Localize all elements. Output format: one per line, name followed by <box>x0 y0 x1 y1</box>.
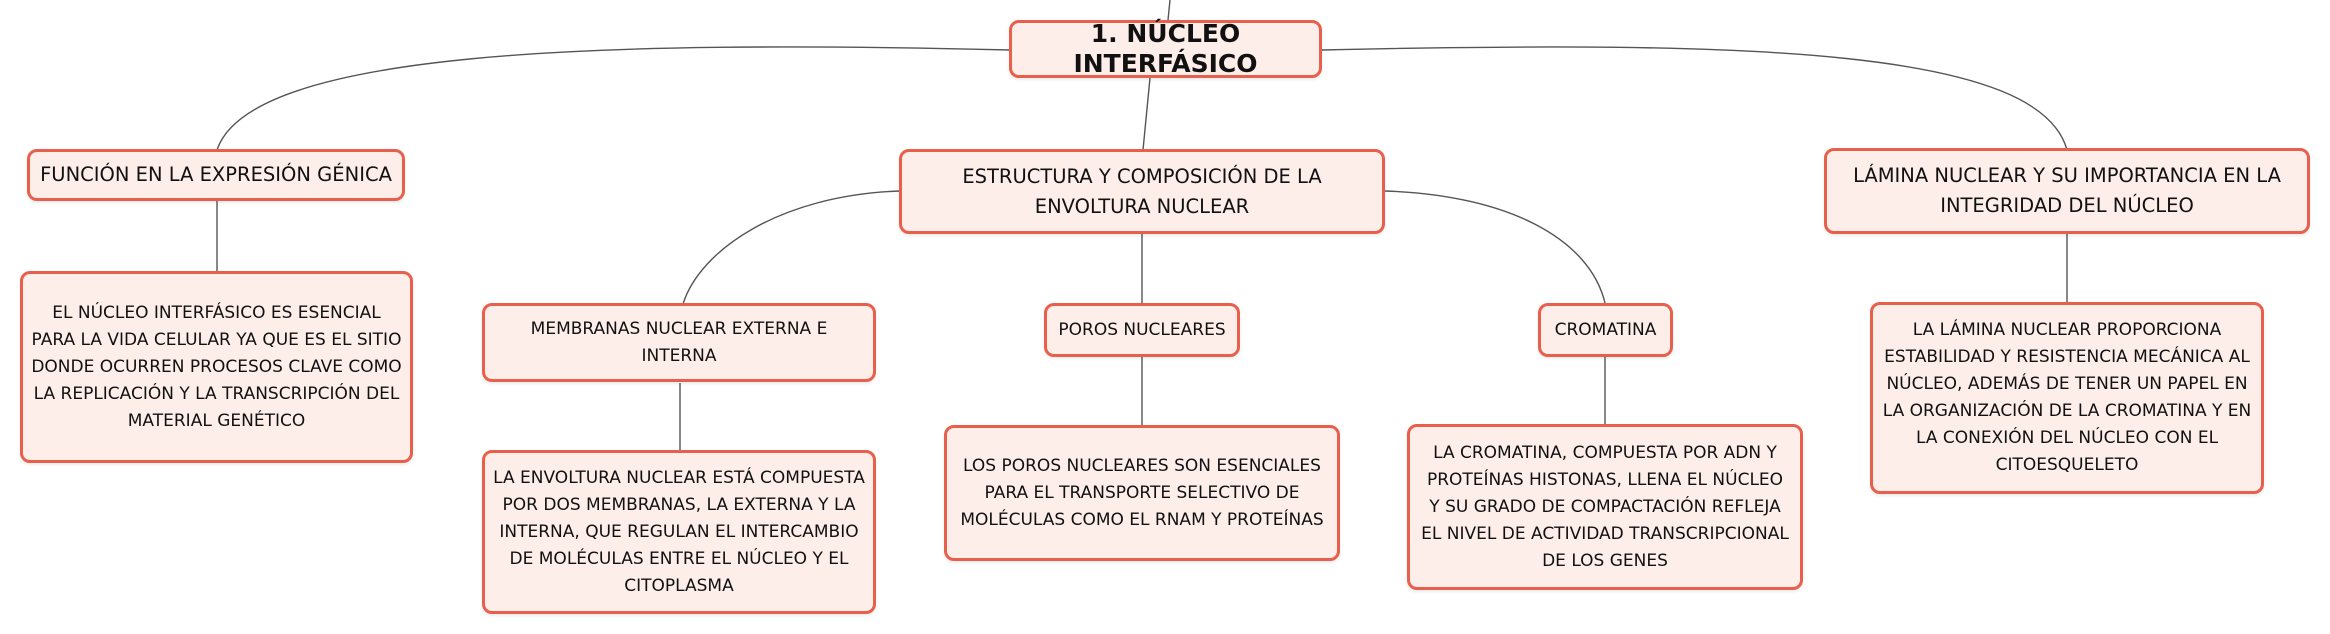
node-lamina[interactable]: LÁMINA NUCLEAR Y SU IMPORTANCIA EN LA IN… <box>1824 148 2310 234</box>
membranas-label: MEMBRANAS NUCLEAR EXTERNA E INTERNA <box>530 318 828 366</box>
node-cromatina-detail[interactable]: LA CROMATINA, COMPUESTA POR ADN Y PROTEÍ… <box>1407 424 1803 590</box>
lamina-label: LÁMINA NUCLEAR Y SU IMPORTANCIA EN LA IN… <box>1853 164 2281 217</box>
connector-estructura-cromatina <box>1384 190 1606 304</box>
root-node[interactable]: 1. NÚCLEO INTERFÁSICO <box>1009 19 1322 78</box>
cromatina-detail-text: LA CROMATINA, COMPUESTA POR ADN Y PROTEÍ… <box>1421 442 1789 571</box>
node-poros-detail[interactable]: LOS POROS NUCLEARES SON ESENCIALES PARA … <box>944 425 1340 561</box>
estructura-label: ESTRUCTURA Y COMPOSICIÓN DE LA ENVOLTURA… <box>962 164 1322 218</box>
node-poros[interactable]: POROS NUCLEARES <box>1044 303 1240 357</box>
connector-root-funcion <box>216 46 1011 151</box>
root-label: 1. NÚCLEO INTERFÁSICO <box>1073 19 1258 78</box>
node-funcion-detail[interactable]: EL NÚCLEO INTERFÁSICO ES ESENCIAL PARA L… <box>20 271 413 463</box>
funcion-label: FUNCIÓN EN LA EXPRESIÓN GÉNICA <box>40 163 392 186</box>
node-membranas[interactable]: MEMBRANAS NUCLEAR EXTERNA E INTERNA <box>482 303 876 382</box>
funcion-detail-text: EL NÚCLEO INTERFÁSICO ES ESENCIAL PARA L… <box>31 302 402 431</box>
connector-estructura-membranas <box>682 190 901 305</box>
cromatina-label: CROMATINA <box>1554 319 1657 340</box>
poros-detail-text: LOS POROS NUCLEARES SON ESENCIALES PARA … <box>960 455 1324 530</box>
node-membranas-detail[interactable]: LA ENVOLTURA NUCLEAR ESTÁ COMPUESTA POR … <box>482 450 876 614</box>
node-estructura[interactable]: ESTRUCTURA Y COMPOSICIÓN DE LA ENVOLTURA… <box>899 149 1385 234</box>
connector-root-estructura <box>1142 77 1151 151</box>
node-funcion[interactable]: FUNCIÓN EN LA EXPRESIÓN GÉNICA <box>27 149 405 201</box>
poros-label: POROS NUCLEARES <box>1058 319 1226 340</box>
membranas-detail-text: LA ENVOLTURA NUCLEAR ESTÁ COMPUESTA POR … <box>493 467 865 596</box>
lamina-detail-text: LA LÁMINA NUCLEAR PROPORCIONA ESTABILIDA… <box>1882 320 2252 475</box>
node-lamina-detail[interactable]: LA LÁMINA NUCLEAR PROPORCIONA ESTABILIDA… <box>1870 302 2264 494</box>
node-cromatina[interactable]: CROMATINA <box>1538 303 1673 357</box>
connector-parent-root <box>1167 0 1171 21</box>
connector-root-lamina <box>1321 46 2068 151</box>
